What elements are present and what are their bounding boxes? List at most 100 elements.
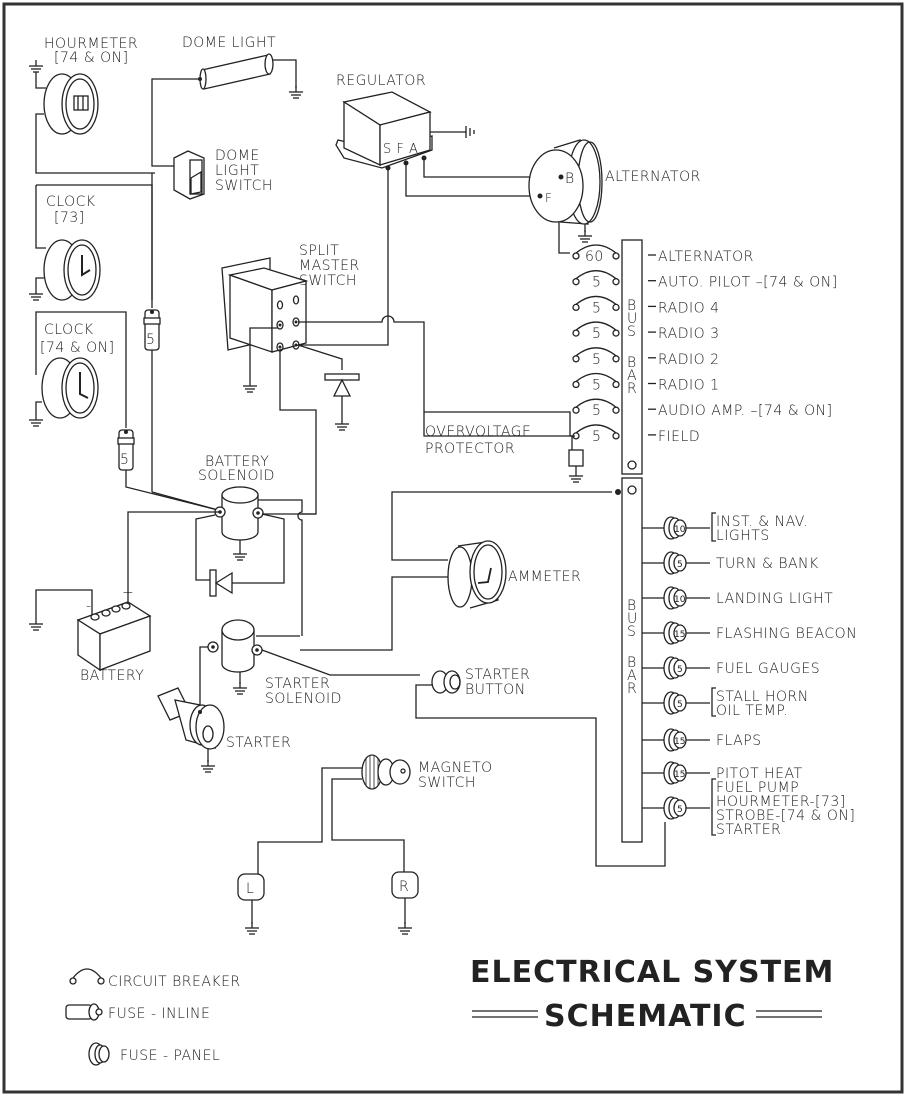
panel-fuse-icon bbox=[88, 1042, 110, 1066]
circuit-breaker-icon bbox=[575, 270, 617, 280]
battery bbox=[28, 589, 152, 672]
ammeter bbox=[447, 540, 507, 609]
magneto-switch[interactable] bbox=[257, 754, 411, 876]
circuit-breaker-icon bbox=[575, 321, 617, 331]
legend-fuse-inline: FUSE - INLINE bbox=[108, 1006, 210, 1022]
hourmeter-note: [74 & ON] bbox=[54, 50, 129, 66]
circuit-label: AUTO. PILOT –[74 & ON] bbox=[658, 275, 838, 291]
circuit-label: RADIO 3 bbox=[658, 326, 720, 342]
lower-bus-bar bbox=[621, 477, 643, 843]
breaker-terminal bbox=[572, 380, 580, 389]
battery-solenoid-label-2: SOLENOID bbox=[198, 468, 275, 484]
bus-letter: S bbox=[627, 324, 636, 340]
title-line-1: ELECTRICAL SYSTEM bbox=[470, 955, 834, 990]
alternator-terminal-f: F bbox=[545, 191, 552, 205]
battery-pos: + bbox=[122, 585, 134, 601]
fuse-rating: 10 bbox=[674, 525, 686, 535]
legend bbox=[65, 968, 110, 1066]
title-line-2: SCHEMATIC bbox=[544, 999, 747, 1034]
dome-light-switch-label-1: DOME bbox=[215, 148, 260, 164]
inline-fuse-icon bbox=[65, 1003, 103, 1021]
circuit-label: FIELD bbox=[658, 429, 700, 445]
bus-letter: B bbox=[627, 655, 637, 671]
magneto-left-label: L bbox=[246, 881, 254, 897]
starter-solenoid bbox=[199, 619, 420, 712]
breaker-terminal bbox=[612, 406, 620, 414]
starter-solenoid-label-1: STARTER bbox=[265, 676, 330, 692]
regulator-terminals: S F A bbox=[383, 142, 418, 157]
dome-light-switch-label-3: SWITCH bbox=[215, 178, 273, 194]
alternator-label: ALTERNATOR bbox=[605, 169, 701, 185]
label-bracket bbox=[711, 778, 716, 836]
starter-motor bbox=[157, 687, 225, 773]
inline-fuse-1 bbox=[143, 173, 161, 492]
hourmeter bbox=[28, 59, 155, 174]
overvoltage-label-1: OVERVOLTAGE bbox=[425, 424, 531, 440]
battery-neg: - bbox=[86, 598, 92, 614]
fuse-rating: 15 bbox=[674, 770, 685, 780]
bus-letter: A bbox=[627, 668, 637, 684]
legend-fuse-panel: FUSE - PANEL bbox=[120, 1048, 220, 1064]
alternator bbox=[528, 139, 603, 254]
split-master-label-3: SWITCH bbox=[299, 273, 357, 289]
dome-light bbox=[151, 53, 304, 167]
magneto-switch-label-2: SWITCH bbox=[418, 775, 476, 791]
split-master-label-1: SPLIT bbox=[299, 243, 339, 259]
circuit-label: STARTER bbox=[716, 822, 781, 838]
breaker-rating: 5 bbox=[592, 352, 601, 368]
breaker-terminal bbox=[572, 329, 580, 337]
circuit-label: STALL HORN bbox=[716, 689, 809, 705]
title-rule-right bbox=[756, 1010, 822, 1018]
breaker-terminal bbox=[612, 432, 620, 440]
clock-73 bbox=[28, 185, 101, 301]
circuit-label: LIGHTS bbox=[716, 528, 770, 544]
circuit-label: AUDIO AMP. –[74 & ON] bbox=[658, 403, 833, 419]
breaker-terminal bbox=[612, 303, 620, 312]
label-bracket bbox=[711, 512, 716, 542]
breaker-rating: 5 bbox=[592, 275, 601, 291]
inline-fuse-1-rating: 5 bbox=[146, 332, 155, 348]
dome-light-switch[interactable] bbox=[173, 150, 205, 200]
circuit-label: FUEL GAUGES bbox=[716, 661, 820, 677]
circuit-label: OIL TEMP. bbox=[716, 703, 788, 719]
battery-solenoid bbox=[127, 486, 316, 636]
split-master-switch[interactable] bbox=[221, 257, 309, 353]
bus-letter: R bbox=[627, 381, 637, 397]
panel-fuse-row: 15 PITOT HEAT bbox=[642, 761, 803, 785]
upper-bus-bar bbox=[621, 239, 643, 475]
hourmeter-label: HOURMETER bbox=[44, 36, 138, 52]
bus-letter: U bbox=[627, 611, 638, 627]
circuit-breaker-icon bbox=[575, 398, 617, 408]
starter-button[interactable] bbox=[415, 670, 666, 867]
circuit-breaker-icon bbox=[575, 347, 617, 357]
overvoltage-label-2: PROTECTOR bbox=[425, 441, 515, 457]
magneto-switch-label-1: MAGNETO bbox=[418, 760, 493, 776]
circuit-breaker-row: 5 AUTO. PILOT –[74 & ON] bbox=[572, 270, 838, 291]
battery-label: BATTERY bbox=[80, 668, 144, 684]
circuit-label: RADIO 1 bbox=[658, 378, 720, 394]
circuit-label: ALTERNATOR bbox=[658, 249, 754, 265]
circuit-breaker-icon bbox=[575, 424, 617, 434]
circuit-label: STROBE-[74 & ON] bbox=[716, 808, 855, 824]
fuse-rating: 10 bbox=[674, 595, 686, 605]
breaker-terminal bbox=[612, 252, 620, 260]
breaker-terminal bbox=[572, 303, 580, 312]
bus-letter: S bbox=[627, 624, 636, 640]
battery-solenoid-label-1: BATTERY bbox=[205, 454, 269, 470]
clock-74-note: [74 & ON] bbox=[40, 340, 115, 356]
bus-letter: A bbox=[627, 368, 637, 384]
fuse-rating: 5 bbox=[677, 700, 683, 710]
circuit-label: PITOT HEAT bbox=[716, 766, 803, 782]
circuit-label: RADIO 2 bbox=[658, 352, 720, 368]
